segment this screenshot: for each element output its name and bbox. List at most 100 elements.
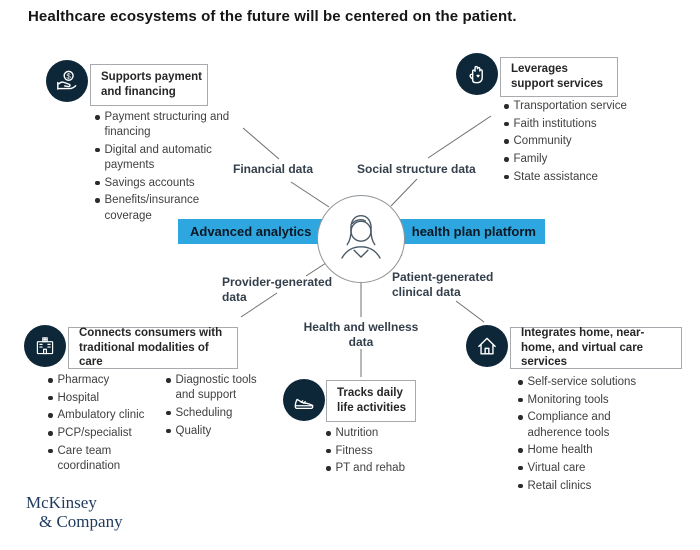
list-item-label: Scheduling [175,406,233,419]
list-item: Savings accounts [95,176,237,191]
list-item: Digital and automatic payments [95,143,237,173]
hospital-icon [24,325,66,367]
list-item-label: PT and rehab [335,462,405,475]
patient-circle [317,195,405,283]
list-item: Nutrition [326,426,436,441]
list-item: Ambulatory clinic [48,408,166,423]
support-heading-box: Leverages support services [500,57,618,97]
list-item: Self-service solutions [518,375,668,390]
list-item: Community [504,134,652,149]
list-item-label: Retail clinics [527,479,592,492]
bullet-dot [518,415,523,420]
home-heading: Integrates home, near-home, and virtual … [521,326,645,369]
bullet-dot [518,448,523,453]
list-item-label: PCP/specialist [57,427,132,440]
traditional-heading-box: Connects consumers with traditional moda… [68,327,238,369]
list-item-label: Pharmacy [57,374,110,386]
list-item: Retail clinics [518,479,668,494]
bullet-dot [48,431,53,436]
list-item: Quality [166,424,270,439]
list-item: State assistance [504,170,652,185]
bullet-dot [166,378,171,383]
bullet-dot [504,157,509,162]
list-item-label: Diagnostic tools and support [175,374,257,402]
traditional-heading: Connects consumers with traditional moda… [79,326,223,369]
shoe-icon [283,379,325,421]
list-item: Benefits/insurance coverage [95,193,237,223]
list-item-label: State assistance [513,170,598,183]
list-item-label: Care team coordination [57,444,121,472]
bullet-dot [48,378,53,383]
logo-line2: & Company [39,511,123,531]
list-item-label: Monitoring tools [527,393,609,406]
patient-avatar-icon [341,214,381,259]
daily-heading-box: Tracks daily life activities [326,380,416,422]
page-title: Healthcare ecosystems of the future will… [28,8,517,25]
bullet-dot [95,198,100,203]
list-item-label: Transportation service [513,100,627,112]
list-item: Home health [518,443,668,458]
list-item-label: Payment structuring and financing [104,111,230,139]
list-item: PCP/specialist [48,426,166,441]
list-item-label: Quality [175,424,212,437]
bullet-dot [518,380,523,385]
list-item: Virtual care [518,461,668,476]
bullet-dot [95,180,100,186]
svg-text:$: $ [67,72,72,81]
list-item-label: Virtual care [527,461,586,474]
bullet-dot [48,448,53,454]
list-item: PT and rehab [326,461,436,476]
list-item-label: Digital and automatic payments [104,143,212,172]
list-item: Family [504,152,652,167]
list-item-label: Fitness [335,444,373,457]
list-item: Transportation service [504,99,652,114]
bullet-dot [48,395,53,401]
list-item-label: Benefits/insurance coverage [104,194,200,222]
bullet-dot [95,147,100,153]
list-item-label: Community [513,135,572,148]
list-item-label: Faith institutions [513,117,597,130]
palm-heart-icon [456,53,498,95]
list-item: Care team coordination [48,444,166,474]
list-item: Fitness [326,444,436,459]
bullet-dot [166,428,171,434]
logo-line1: McKinsey [26,493,97,512]
bullet-dot [48,413,53,418]
label-health-wellness-data: Health and wellness data [303,320,419,349]
label-patient-generated-clinical-data: Patient-generated clinical data [392,270,494,299]
list-item: Pharmacy [48,373,166,388]
support-heading: Leverages support services [511,63,604,90]
bullet-dot [504,174,509,180]
payment-heading: Supports payment and financing [101,71,202,98]
bullet-dot [504,104,509,109]
bullet-dot [518,483,523,489]
payment-heading-box: Supports payment and financing [90,64,208,106]
hand-coin-icon: $ [46,60,88,102]
list-item: Compliance and adherence tools [518,410,668,440]
label-financial-data: Financial data [233,162,314,176]
home-icon [466,325,508,367]
bullet-dot [518,397,523,403]
list-item-label: Savings accounts [104,176,195,189]
list-item-label: Nutrition [335,427,379,439]
list-item-label: Ambulatory clinic [57,409,145,422]
list-item: Faith institutions [504,117,652,132]
list-item-label: Self-service solutions [527,376,637,388]
home-heading-box: Integrates home, near-home, and virtual … [510,327,682,369]
label-provider-generated-data: Provider-generated data [222,275,333,304]
mckinsey-logo: McKinsey & Company [26,493,123,531]
list-item-label: Family [513,153,548,166]
list-item: Scheduling [166,406,270,421]
bullet-dot [326,448,331,454]
list-item-label: Compliance and adherence tools [527,411,611,439]
daily-heading: Tracks daily life activities [337,387,407,414]
bullet-dot [95,115,100,120]
banner-right-label: health plan platform [411,224,536,239]
list-item: Diagnostic tools and support [166,373,270,403]
